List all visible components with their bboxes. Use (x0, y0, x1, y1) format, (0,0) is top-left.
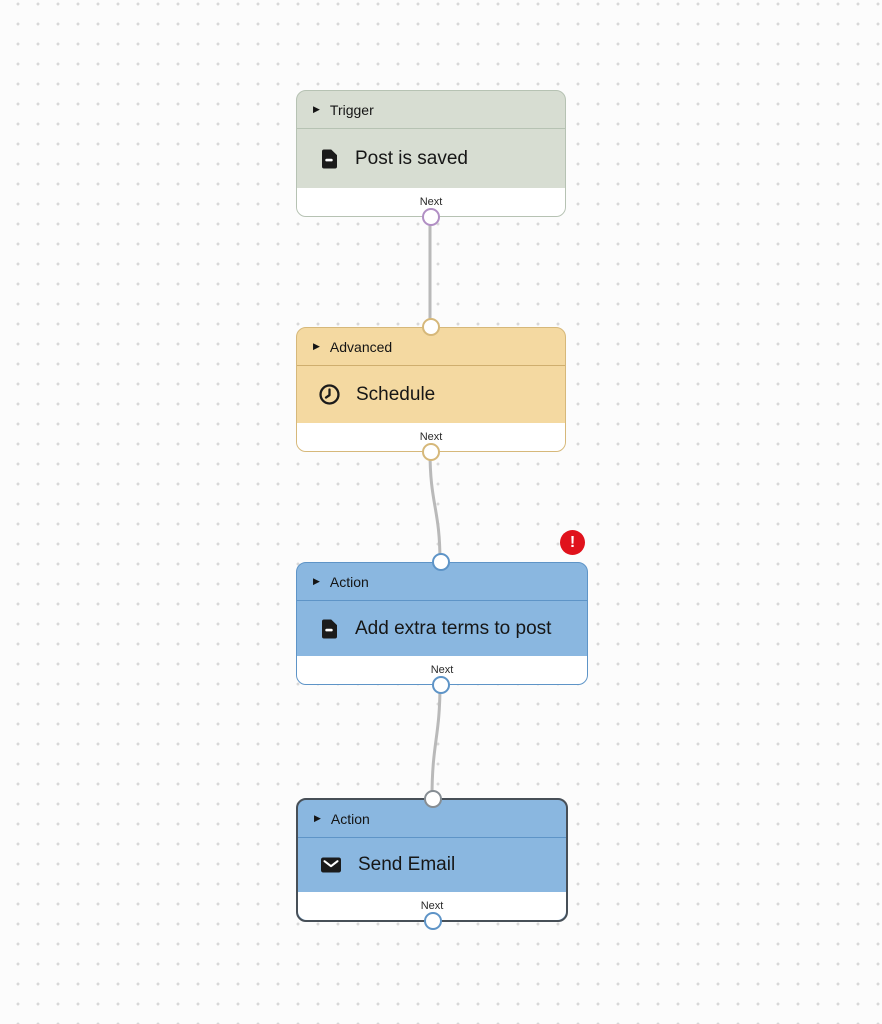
next-port-label: Next (430, 664, 454, 676)
next-port-label: Next (419, 196, 443, 208)
node-title: Add extra terms to post (355, 617, 552, 639)
node-type-label: Advanced (329, 338, 393, 355)
node-trigger[interactable]: ▶ Trigger Post is saved Next (296, 90, 566, 226)
node-body[interactable]: Schedule (297, 366, 565, 423)
output-port[interactable] (421, 443, 440, 461)
output-port[interactable] (431, 676, 450, 694)
node-type-label: Trigger (329, 101, 374, 118)
connector-edge[interactable] (428, 449, 442, 564)
node-body[interactable]: Add extra terms to post (297, 601, 587, 656)
collapse-arrow-icon[interactable]: ▶ (313, 104, 320, 114)
collapse-arrow-icon[interactable]: ▶ (314, 813, 321, 823)
node-header[interactable]: ▶ Trigger (297, 91, 565, 129)
node-header[interactable]: ▶ Advanced (297, 328, 565, 366)
input-port[interactable] (431, 553, 450, 571)
node-action-add-extra-terms[interactable]: ▶ Action Add extra terms to post Next (296, 553, 588, 694)
mail-icon (318, 853, 344, 877)
collapse-arrow-icon[interactable]: ▶ (313, 341, 320, 351)
node-header[interactable]: ▶ Action (298, 800, 566, 838)
node-title: Schedule (356, 383, 436, 405)
input-port[interactable] (423, 790, 442, 808)
output-port[interactable] (423, 912, 442, 930)
node-title: Send Email (358, 854, 456, 875)
node-title: Post is saved (355, 147, 468, 169)
node-header[interactable]: ▶ Action (297, 563, 587, 601)
input-port[interactable] (421, 318, 440, 336)
next-port-label: Next (419, 431, 443, 443)
output-port[interactable] (421, 208, 440, 226)
connector-edge[interactable] (430, 682, 442, 800)
node-body[interactable]: Post is saved (297, 129, 565, 188)
collapse-arrow-icon[interactable]: ▶ (313, 576, 320, 586)
node-type-label: Action (329, 573, 369, 590)
next-port-label: Next (420, 900, 444, 912)
node-advanced[interactable]: ▶ Advanced Schedule Next (296, 318, 566, 461)
error-badge[interactable]: ! (560, 530, 585, 555)
clock-icon (317, 382, 342, 407)
node-body[interactable]: Send Email (298, 838, 566, 892)
node-action-send-email[interactable]: ▶ Action Send Email Next (296, 790, 568, 930)
document-icon (317, 147, 341, 171)
node-type-label: Action (330, 810, 370, 827)
document-icon (317, 617, 341, 641)
error-icon: ! (569, 533, 576, 551)
